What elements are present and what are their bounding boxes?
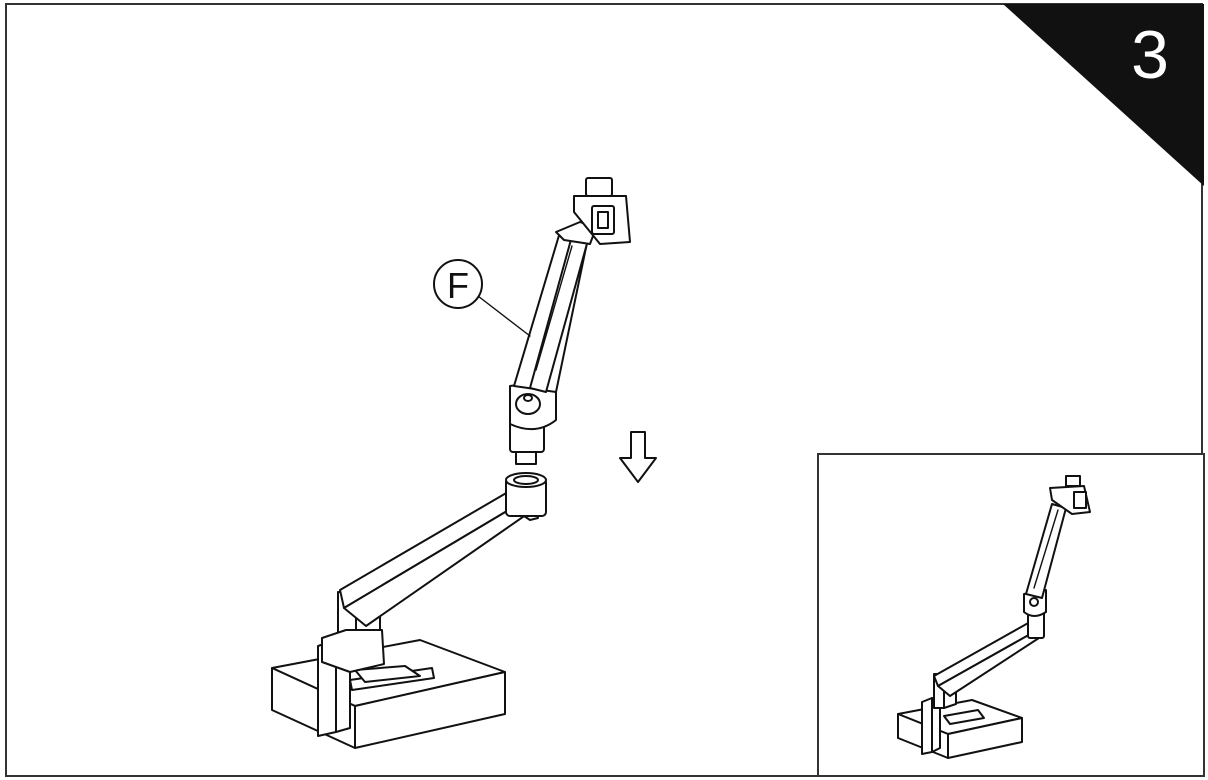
step-badge: 3	[1003, 4, 1204, 186]
lower-arm-socket	[505, 472, 547, 517]
down-arrow-icon	[619, 431, 657, 483]
step-number: 3	[1131, 17, 1169, 93]
tilt-head	[573, 177, 631, 245]
part-f-bubble	[433, 259, 483, 309]
step-corner-triangle	[1003, 4, 1204, 186]
desk-block	[271, 639, 506, 749]
upper-arm-f	[509, 221, 597, 465]
desk-clamp	[317, 639, 435, 737]
inset-assembled-view	[817, 453, 1205, 777]
main-illustration: F	[271, 177, 657, 749]
part-f-callout: F	[433, 259, 531, 337]
part-f-label: F	[447, 265, 469, 306]
page-border	[5, 3, 1203, 777]
